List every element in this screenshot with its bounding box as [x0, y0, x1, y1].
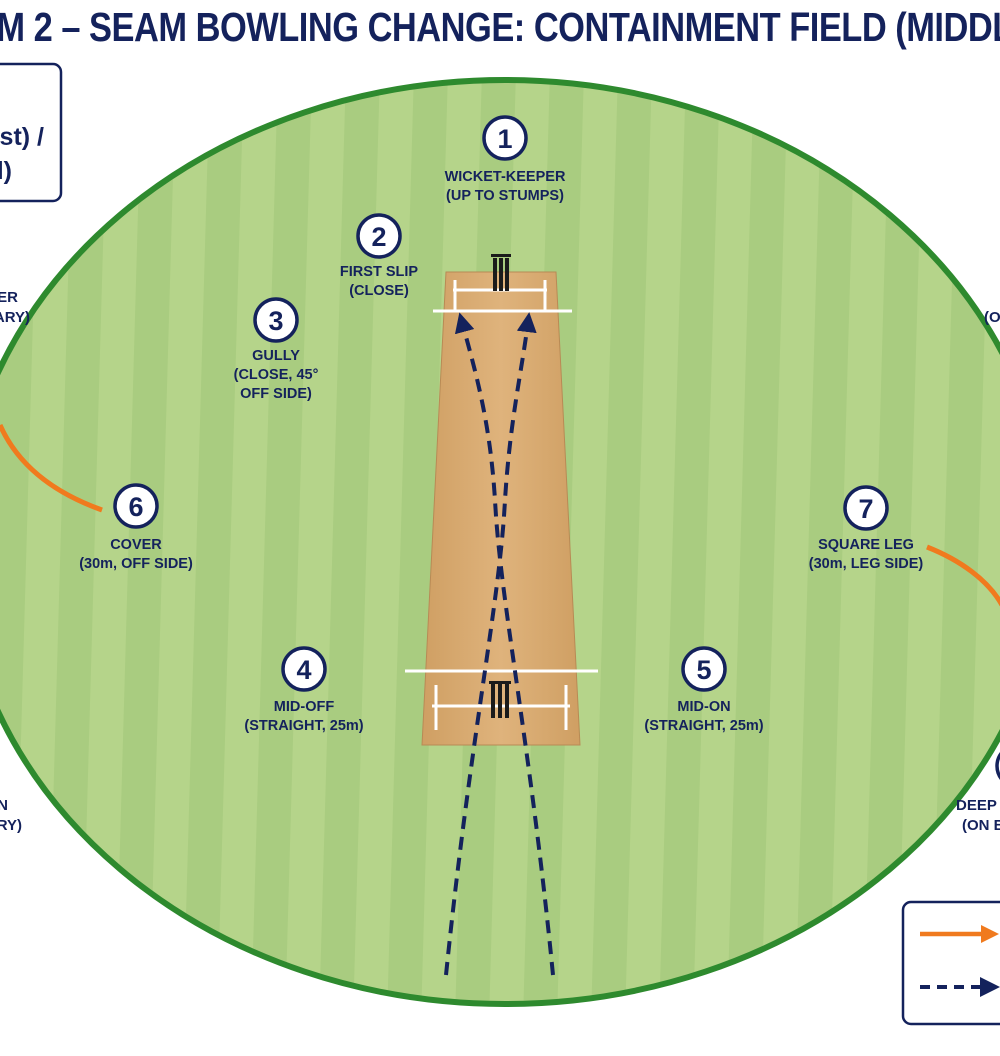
partial-marker [995, 752, 1000, 780]
fielder-name: SQUARE LEG [818, 537, 914, 553]
stumps-bottom [489, 681, 511, 718]
fielder-name: WICKET-KEEPER [445, 169, 566, 185]
fielder-number: 6 [128, 492, 143, 522]
fielder-marker [281, 646, 327, 692]
page-title: AM 2 – SEAM BOWLING CHANGE: CONTAINMENT … [0, 4, 1000, 50]
info-box: est) / l) [0, 62, 63, 203]
fielder-name: GULLY [252, 348, 300, 364]
partial-label: N [0, 797, 8, 814]
fielder-detail: (STRAIGHT, 25m) [244, 718, 363, 734]
fielder-detail: (30m, LEG SIDE) [809, 556, 924, 572]
partial-label: (ON B [962, 817, 1000, 834]
fielder-name: MID-ON [677, 699, 730, 715]
fielder-detail: (30m, OFF SIDE) [79, 556, 193, 572]
fielder-detail: (UP TO STUMPS) [446, 188, 564, 204]
info-box-line: est) / [0, 123, 44, 151]
movement-arrow [0, 423, 103, 513]
fielder-detail: (STRAIGHT, 25m) [644, 718, 763, 734]
partial-label: DEEP [956, 797, 997, 814]
ball-path-arrow [454, 312, 555, 976]
fielder-marker [843, 485, 889, 531]
fielder-number: 3 [268, 306, 283, 336]
info-box-line: l) [0, 157, 12, 185]
fielder-name: COVER [110, 537, 162, 553]
fielder-number: 1 [497, 124, 512, 154]
fielder-number: 4 [296, 655, 311, 685]
fielder-detail: (CLOSE, 45° [234, 367, 319, 383]
fielder-number: 5 [696, 655, 711, 685]
boundary-rope [0, 77, 1000, 1007]
fielder-marker [113, 483, 159, 529]
fielder-number: 2 [371, 222, 386, 252]
movement-arrow [926, 544, 1000, 607]
fielder-detail: (CLOSE) [349, 283, 409, 299]
partial-label: ARY) [0, 309, 30, 326]
legend-box [901, 900, 1000, 1026]
pitch [405, 271, 598, 746]
fielder-marker [253, 297, 299, 343]
stumps-top [491, 254, 511, 291]
fielder-marker [681, 646, 727, 692]
fielder-marker [356, 213, 402, 259]
fielder-name: FIRST SLIP [340, 264, 418, 280]
fielder-number: 7 [858, 494, 873, 524]
fielder-name: MID-OFF [274, 699, 335, 715]
fielder-detail: OFF SIDE) [240, 386, 312, 402]
partial-label: RY) [0, 817, 22, 834]
fielder-marker [482, 115, 528, 161]
partial-label: ER [0, 289, 18, 306]
ball-path-arrow [444, 312, 537, 976]
partial-label: (O [984, 309, 1000, 326]
